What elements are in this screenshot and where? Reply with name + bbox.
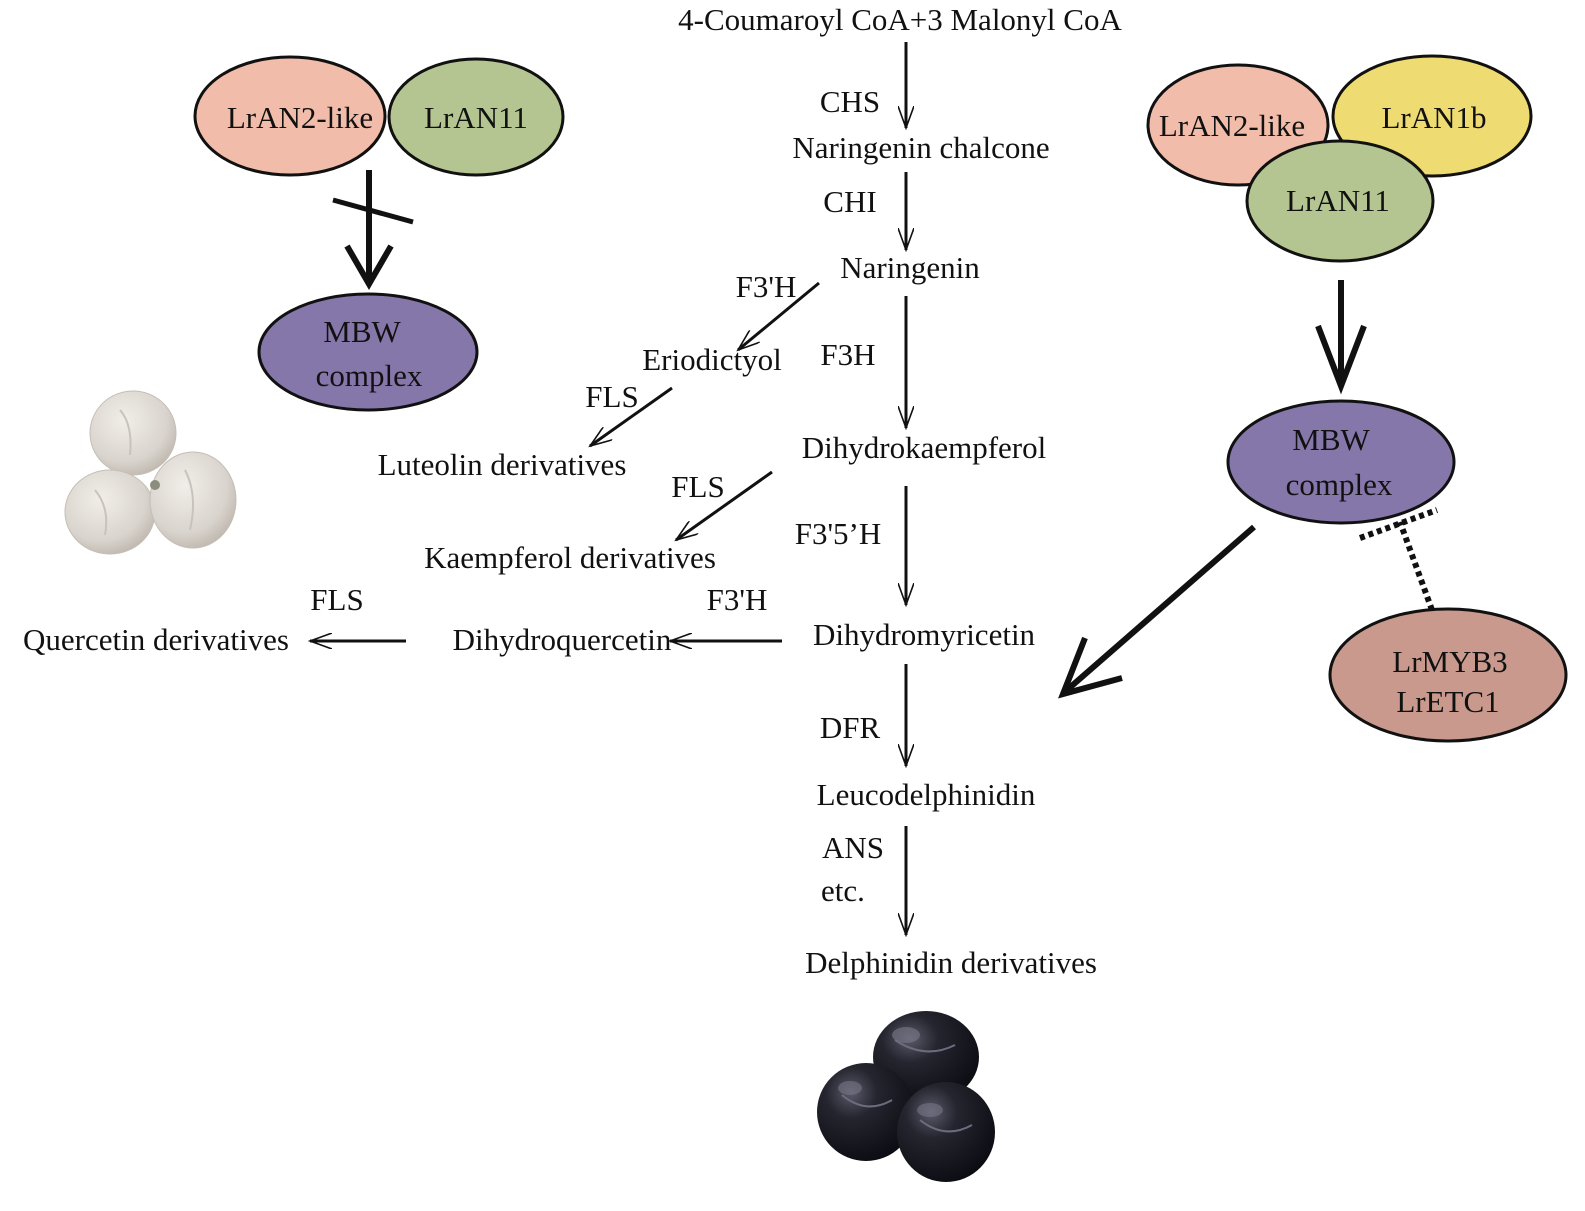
enzyme-chs-label: CHS <box>820 84 880 119</box>
right-lran2-like-label: LrAN2-like <box>1159 108 1305 143</box>
arrow-f3h-prime-to-eriodictyol <box>738 281 820 350</box>
dihydromyricetin-label: Dihydromyricetin <box>813 617 1036 652</box>
right-mbw-label-line1: MBW <box>1292 422 1370 457</box>
right-lran11-label: LrAN11 <box>1286 183 1390 218</box>
luteolin-derivatives-label: Luteolin derivatives <box>378 447 627 482</box>
black-berries-image <box>817 1011 995 1182</box>
left-mbw-complex-ellipse <box>257 292 479 412</box>
left-mbw-label-line2: complex <box>316 358 423 393</box>
arrow-fls-to-kaempferol <box>676 470 773 540</box>
eriodictyol-label: Eriodictyol <box>642 342 781 377</box>
start-compound: 4-Coumaroyl CoA+3 Malonyl CoA <box>678 2 1122 37</box>
enzyme-fls-label-2: FLS <box>671 469 724 504</box>
repressor-ellipse <box>1328 607 1568 743</box>
enzyme-f3-5h-label: F3'5’H <box>795 516 882 551</box>
enzyme-fls-label-3: FLS <box>310 582 363 617</box>
blocked-activation-arrow <box>332 170 414 290</box>
white-berries-image <box>64 390 237 555</box>
left-lran2-like-ellipse <box>193 55 387 177</box>
repressor-label-line2: LrETC1 <box>1396 684 1499 719</box>
right-lran11-ellipse <box>1245 139 1435 263</box>
dihydroquercetin-label: Dihydroquercetin <box>453 622 672 657</box>
kaempferol-derivatives-label: Kaempferol derivatives <box>424 540 716 575</box>
leucodelphinidin-label: Leucodelphinidin <box>817 777 1036 812</box>
enzyme-f3h-prime-label: F3'H <box>736 269 797 304</box>
left-lran11-ellipse <box>387 57 565 177</box>
activation-arrow-to-mbw <box>1315 280 1367 395</box>
enzyme-f3h-label: F3H <box>820 337 875 372</box>
mbw-activation-arrow-to-pathway <box>1058 524 1256 699</box>
dihydrokaempferol-label: Dihydrokaempferol <box>802 430 1046 465</box>
quercetin-derivatives-label: Quercetin derivatives <box>23 622 289 657</box>
enzyme-dfr-label: DFR <box>820 710 881 745</box>
enzyme-ans-label: ANS <box>822 830 884 865</box>
naringenin-chalcone-label: Naringenin chalcone <box>792 130 1049 165</box>
right-mbw-label-line2: complex <box>1286 467 1393 502</box>
left-lran2-like-label: LrAN2-like <box>227 100 373 135</box>
naringenin-label: Naringenin <box>840 250 980 285</box>
right-mbw-complex-ellipse <box>1226 399 1456 525</box>
left-lran11-label: LrAN11 <box>424 100 528 135</box>
arrow-fls-to-luteolin <box>590 386 673 446</box>
repressor-label-line1: LrMYB3 <box>1392 644 1507 679</box>
left-mbw-label-line1: MBW <box>323 314 401 349</box>
enzyme-etc-label: etc. <box>821 873 865 908</box>
enzyme-fls-label-1: FLS <box>585 379 638 414</box>
enzyme-f3h-prime-label-2: F3'H <box>707 582 768 617</box>
delphinidin-derivatives-label: Delphinidin derivatives <box>805 945 1097 980</box>
repression-dashed-inhibitor <box>1358 507 1439 612</box>
enzyme-chi-label: CHI <box>823 184 876 219</box>
right-lran1b-label: LrAN1b <box>1381 100 1486 135</box>
